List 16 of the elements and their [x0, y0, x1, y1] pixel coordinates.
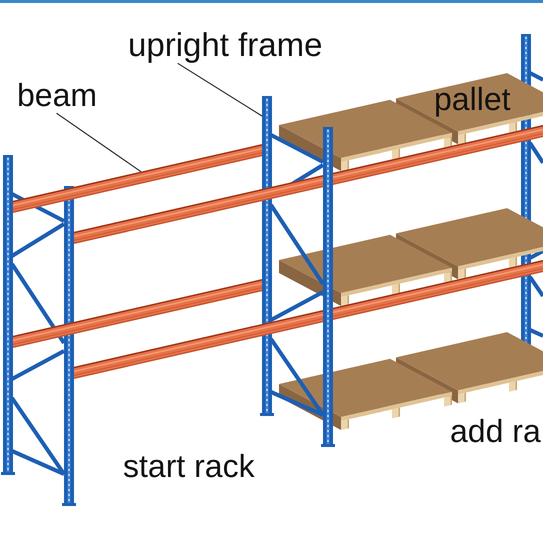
pallet	[396, 208, 543, 280]
rack-caption: add ra	[450, 414, 541, 450]
pallet	[396, 332, 543, 404]
part-label: beam	[17, 78, 98, 114]
beam	[74, 175, 324, 244]
leader-line	[56, 112, 142, 172]
part-label: upright frame	[128, 27, 322, 64]
pallet	[279, 234, 452, 306]
rack-caption: start rack	[123, 449, 255, 484]
leader-line	[177, 62, 262, 116]
upright-frame	[1, 155, 76, 506]
beam	[332, 260, 543, 320]
beam	[74, 310, 324, 379]
part-label: pallet	[434, 82, 510, 118]
beam	[332, 125, 543, 185]
upright-frame	[260, 96, 335, 447]
